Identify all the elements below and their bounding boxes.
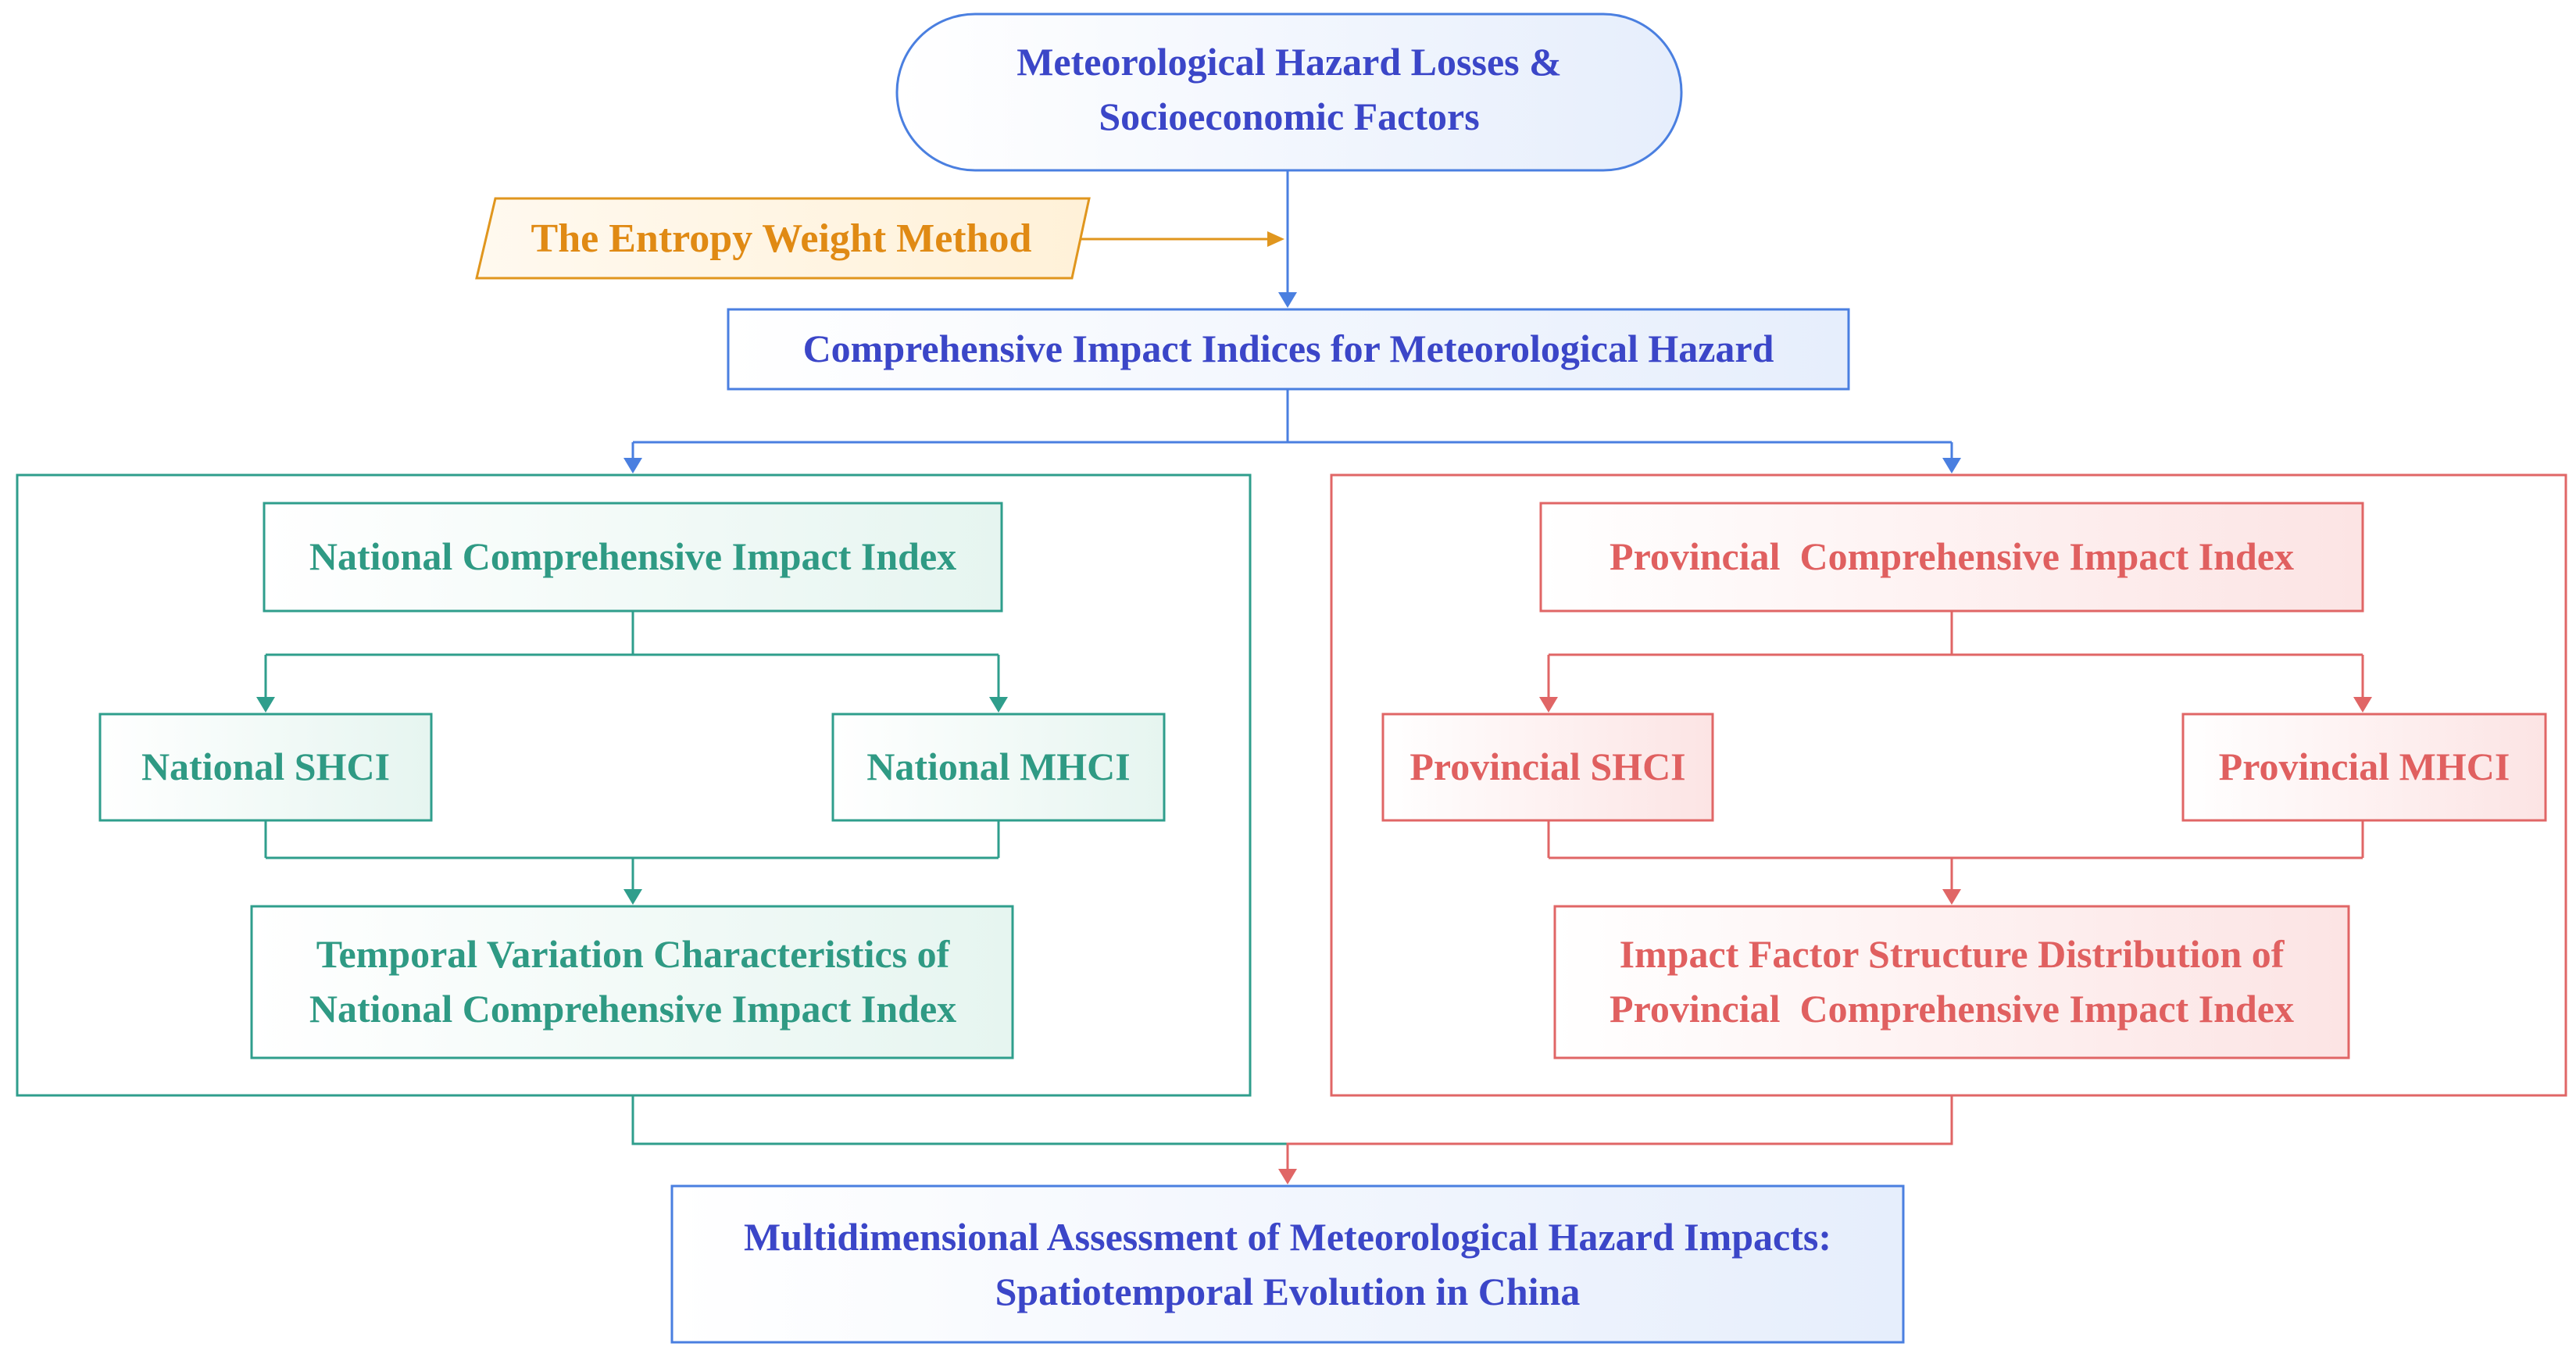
connector-national-to-bottom [631, 1095, 1288, 1145]
connector-national-merge [264, 820, 1000, 892]
arrowhead-provincial-mhci [2353, 697, 2372, 713]
connector-national-index-split [264, 611, 1000, 700]
node-national-temporal-variation-line1: Temporal Variation Characteristics of [316, 932, 951, 976]
arrowhead-national-result [623, 889, 642, 905]
node-comprehensive-indices: Comprehensive Impact Indices for Meteoro… [727, 308, 1850, 391]
panel-provincial: Provincial Comprehensive Impact Index Pr… [1330, 473, 2567, 1097]
node-provincial-mhci-label: Provincial MHCI [2219, 745, 2510, 788]
arrowhead-provincial-shci [1539, 697, 1558, 713]
node-national-temporal-variation-line2: National Comprehensive Impact Index [309, 987, 956, 1031]
node-provincial-mhci: Provincial MHCI [2181, 713, 2547, 822]
arrowhead-bottom [1278, 1169, 1297, 1184]
arrowhead-provincial-result [1942, 889, 1961, 905]
node-multidimensional-assessment-line1: Multidimensional Assessment of Meteorolo… [744, 1215, 1831, 1259]
arrowhead-provincial-panel [1942, 458, 1961, 473]
node-national-shci-label: National SHCI [141, 745, 390, 788]
node-national-index: National Comprehensive Impact Index [263, 502, 1003, 613]
node-provincial-factor-structure-line1: Impact Factor Structure Distribution of [1620, 932, 2285, 976]
connector-provincial-merge [1547, 820, 2364, 892]
connector-provincial-index-split [1547, 611, 2364, 700]
node-hazard-losses-line1: Meteorological Hazard Losses & [1016, 40, 1562, 84]
node-comprehensive-indices-label: Comprehensive Impact Indices for Meteoro… [803, 327, 1774, 370]
node-entropy-weight-method: The Entropy Weight Method [475, 197, 1091, 280]
arrowhead-method [1267, 231, 1284, 247]
node-provincial-index-label: Provincial Comprehensive Impact Index [1610, 534, 2294, 578]
node-provincial-shci-label: Provincial SHCI [1409, 745, 1685, 788]
node-multidimensional-assessment: Multidimensional Assessment of Meteorolo… [670, 1184, 1905, 1344]
node-national-index-label: National Comprehensive Impact Index [309, 534, 956, 578]
node-hazard-losses: Meteorological Hazard Losses & Socioecon… [895, 13, 1683, 172]
connectors [256, 170, 2372, 1184]
panel-national: National Comprehensive Impact Index Nati… [16, 473, 1252, 1097]
node-multidimensional-assessment-line2: Spatiotemporal Evolution in China [995, 1270, 1581, 1313]
node-provincial-index: Provincial Comprehensive Impact Index [1539, 502, 2364, 613]
node-provincial-factor-structure-line2: Provincial Comprehensive Impact Index [1610, 987, 2294, 1031]
node-national-temporal-variation: Temporal Variation Characteristics of Na… [250, 905, 1014, 1059]
arrowhead-national-panel [623, 458, 642, 473]
arrowhead-indices [1278, 292, 1297, 308]
node-national-mhci-label: National MHCI [866, 745, 1131, 788]
connector-indices-split [631, 389, 1953, 463]
connector-provincial-to-bottom [1286, 1095, 1953, 1174]
arrowhead-national-shci [256, 697, 275, 713]
node-hazard-losses-line2: Socioeconomic Factors [1099, 95, 1479, 138]
node-provincial-factor-structure: Impact Factor Structure Distribution of … [1553, 905, 2350, 1059]
arrowhead-national-mhci [989, 697, 1008, 713]
node-entropy-weight-method-label: The Entropy Weight Method [531, 216, 1032, 261]
node-provincial-shci: Provincial SHCI [1381, 713, 1714, 822]
node-national-shci: National SHCI [98, 713, 433, 822]
node-national-mhci: National MHCI [831, 713, 1166, 822]
